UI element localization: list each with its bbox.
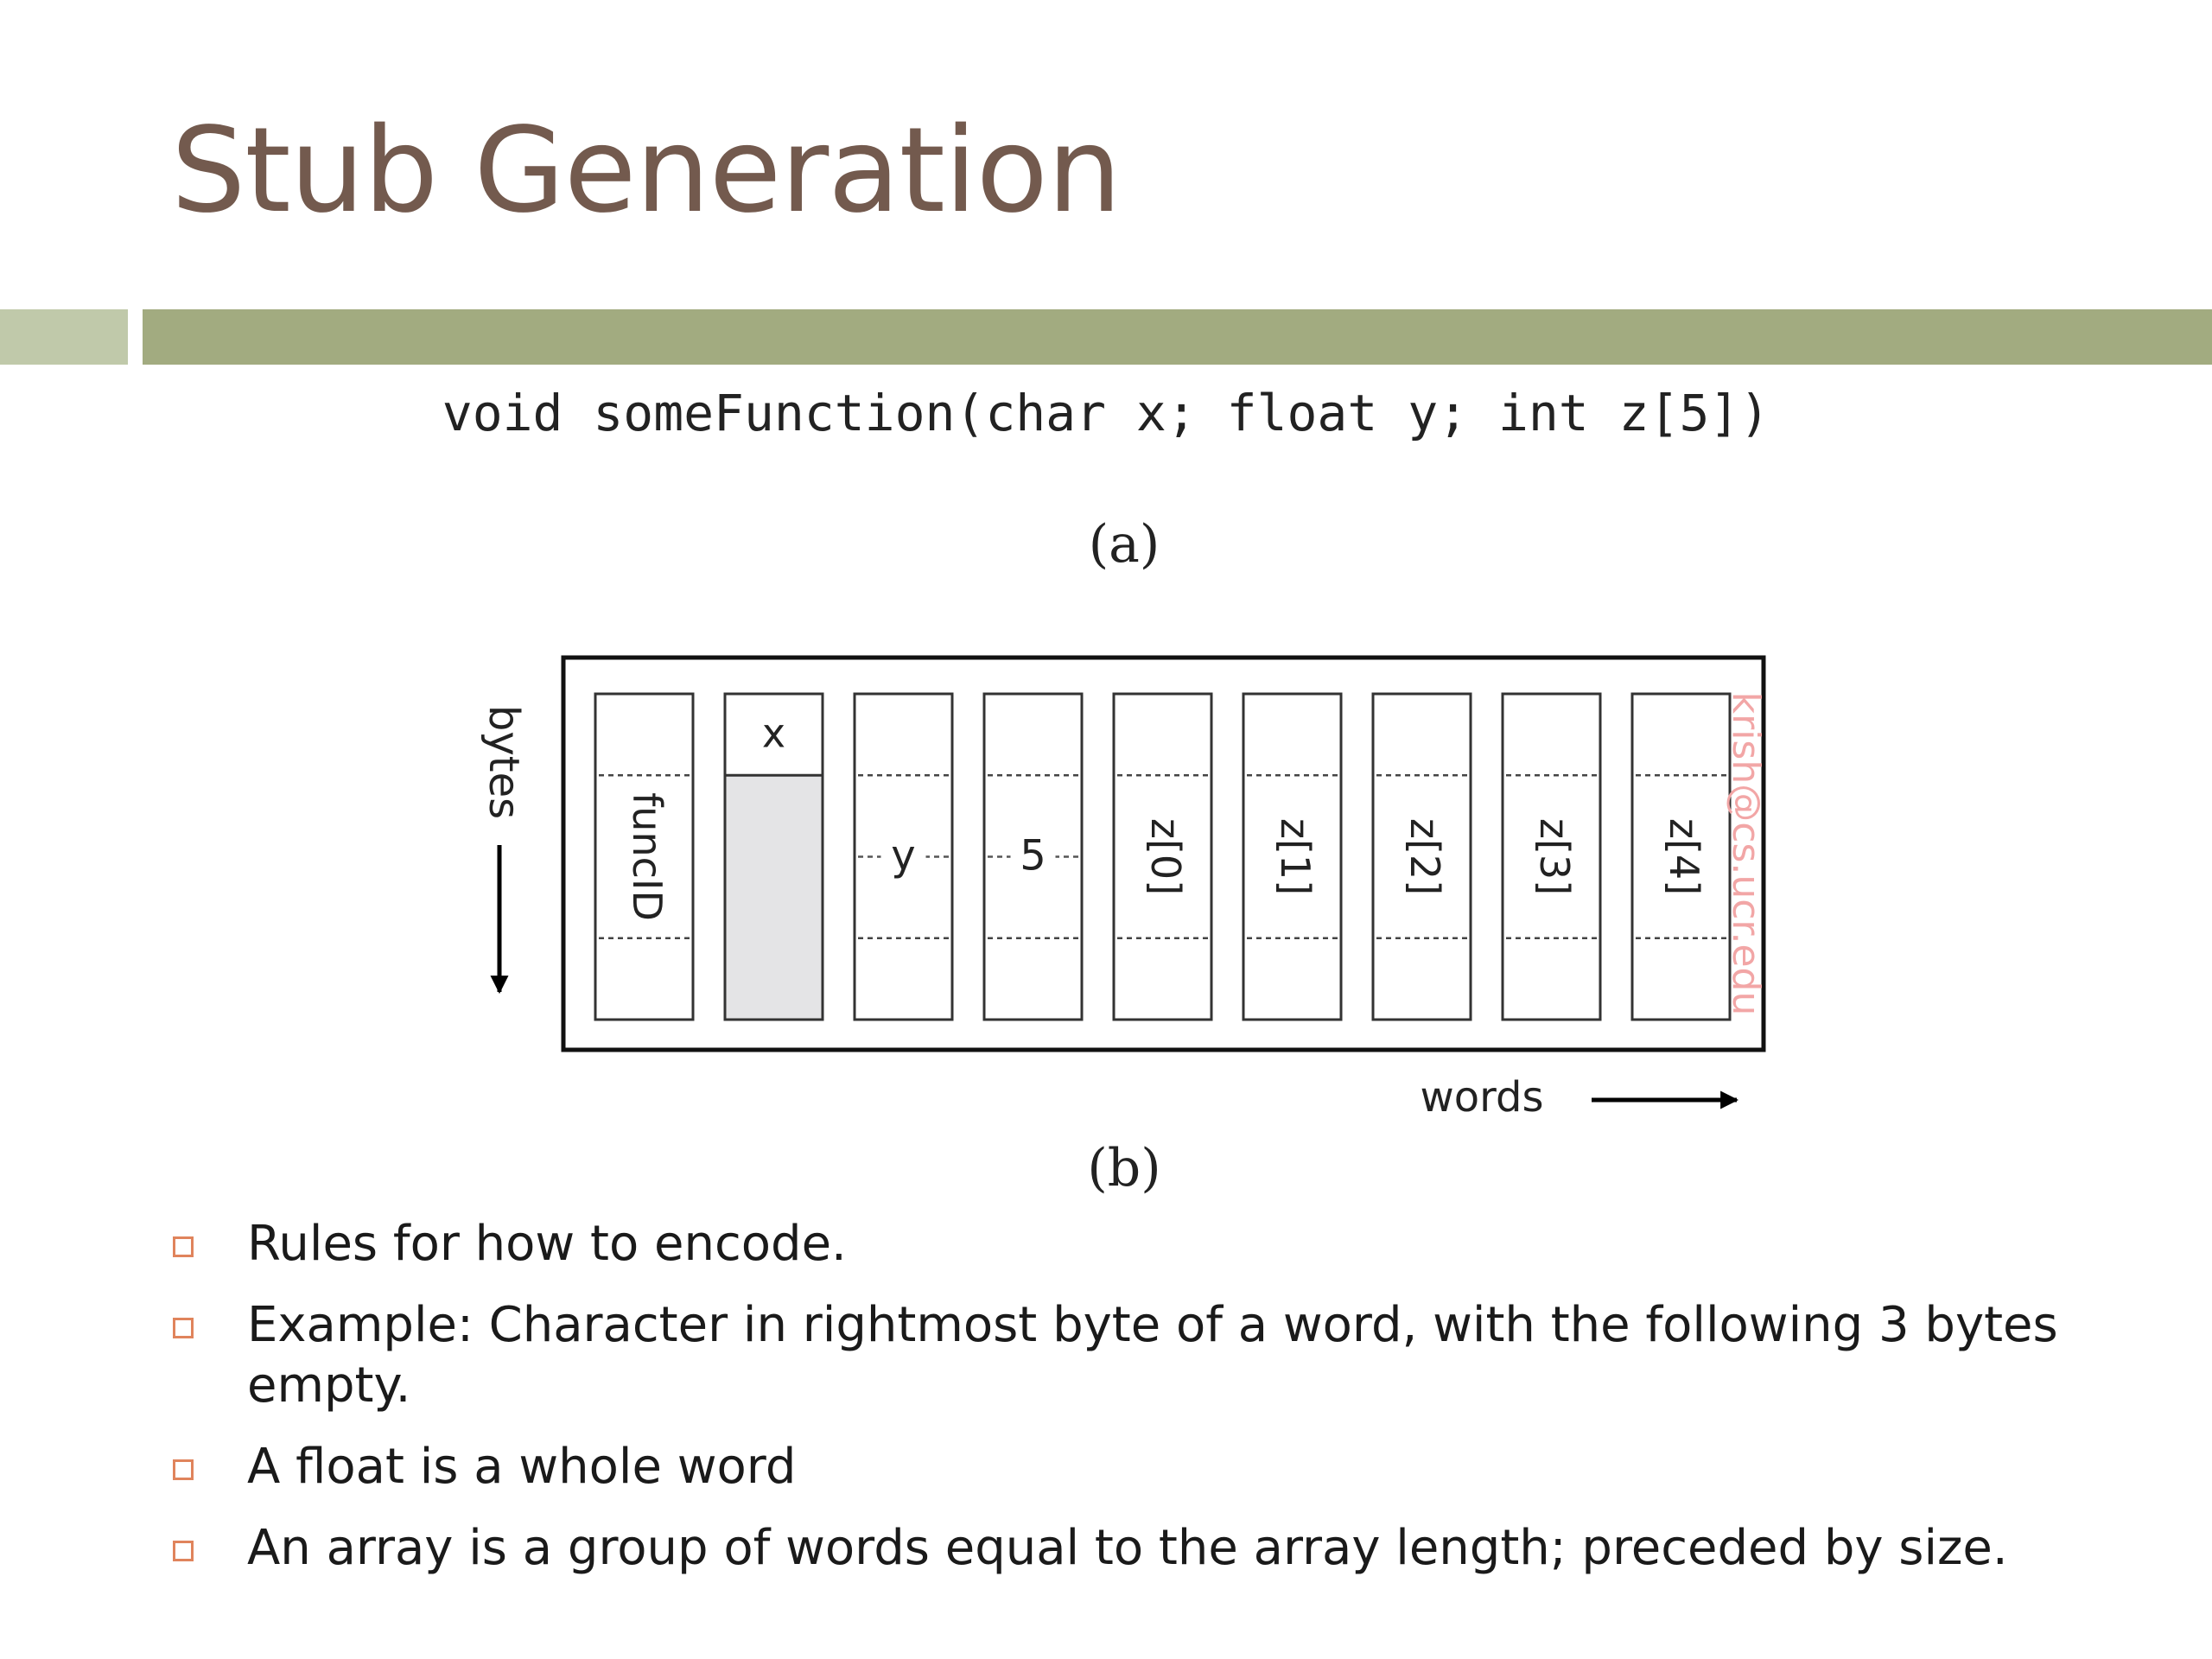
bullet-text: A float is a whole word: [247, 1439, 797, 1495]
word-cell: [1501, 692, 1602, 1021]
bullet-square-icon: [173, 1318, 194, 1338]
empty-bytes-region: [723, 773, 824, 1021]
label-background: [880, 830, 926, 883]
bullet-square-icon: [173, 1541, 194, 1561]
word-column: z[2]: [1371, 692, 1472, 1021]
word-cell: [1242, 692, 1343, 1021]
title-band-accent: [0, 309, 128, 365]
bullet-text: An array is a group of words equal to th…: [247, 1520, 2008, 1576]
bullet-square-icon: [173, 1459, 194, 1480]
word-column: 5: [982, 692, 1084, 1021]
word-label: z[0]: [1142, 818, 1189, 895]
word-label: z[1]: [1272, 818, 1319, 895]
bullet-item: Example: Character in rightmost byte of …: [171, 1295, 2158, 1416]
bullet-list: Rules for how to encode. Example: Charac…: [171, 1214, 2158, 1599]
title-band: [143, 309, 2212, 365]
word-column: z[4]: [1630, 692, 1732, 1021]
message-outer-frame: [561, 655, 1766, 1052]
bullet-item: Rules for how to encode.: [171, 1214, 2158, 1274]
word-column: x: [723, 692, 824, 1021]
word-label: z[3]: [1531, 818, 1578, 895]
function-signature: void someFunction(char x; float y; int z…: [442, 384, 1770, 442]
bullet-item: A float is a whole word: [171, 1437, 2158, 1497]
caption-a: (a): [1088, 514, 1160, 575]
word-label: z[2]: [1402, 818, 1448, 895]
word-column: z[3]: [1501, 692, 1602, 1021]
word-column: z[1]: [1242, 692, 1343, 1021]
bullet-item: An array is a group of words equal to th…: [171, 1518, 2158, 1579]
word-label: 5: [1020, 832, 1046, 880]
word-cell: [594, 692, 695, 1021]
words-axis-label: words: [1421, 1073, 1544, 1122]
word-columns: funcID x y 5 z[0] z[1] z[2] z[3] z[4]: [594, 692, 1732, 1021]
caption-b: (b): [1087, 1138, 1161, 1198]
slide-title: Stub Generation: [171, 103, 1122, 239]
bullet-square-icon: [173, 1236, 194, 1257]
word-cell: [1112, 692, 1213, 1021]
word-label: x: [762, 710, 785, 757]
bullet-text: Rules for how to encode.: [247, 1216, 847, 1272]
word-cell: [1371, 692, 1472, 1021]
bullet-text: Example: Character in rightmost byte of …: [247, 1297, 2058, 1414]
word-column: y: [853, 692, 954, 1021]
word-label: y: [891, 832, 915, 880]
word-label: funcID: [624, 792, 671, 921]
word-label: z[4]: [1661, 818, 1707, 895]
word-cell: [1630, 692, 1732, 1021]
word-column: z[0]: [1112, 692, 1213, 1021]
bytes-axis-label: bytes: [480, 705, 528, 819]
word-column: funcID: [594, 692, 695, 1021]
label-background: [1010, 830, 1056, 883]
watermark: krish@cs.ucr.edu: [1724, 692, 1768, 1016]
